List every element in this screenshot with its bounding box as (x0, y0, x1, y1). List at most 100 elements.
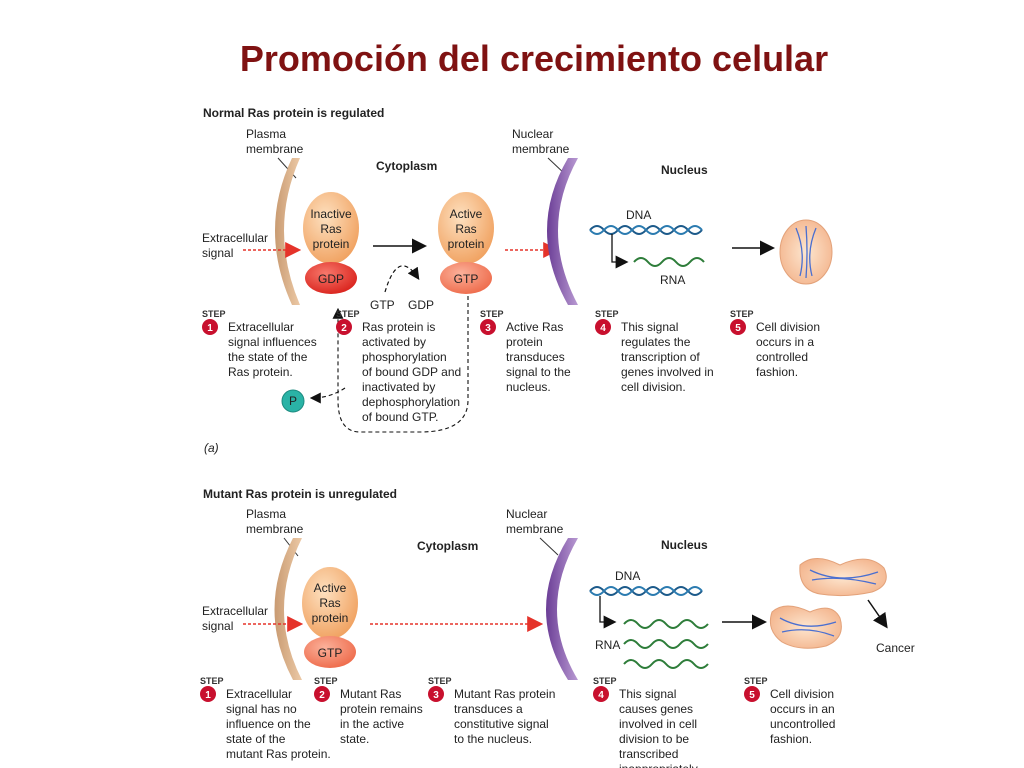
top-gtp-gdp-exchange (384, 265, 420, 293)
top-inactive-label-1: Inactive (310, 207, 352, 221)
top-step-2-tag: STEP (336, 309, 360, 319)
top-step-2-text: activated by (362, 335, 426, 349)
top-step-4-text: regulates the (621, 335, 691, 349)
bottom-dna-strand-2 (589, 586, 703, 596)
top-step-2-text: dephosphorylation (362, 395, 460, 409)
top-step-4-text: transcription of (621, 350, 700, 364)
top-step-2-text: of bound GDP and (362, 365, 461, 379)
top-step-3-text: nucleus. (506, 380, 551, 394)
top-step-1-text: Ras protein. (228, 365, 293, 379)
phosphate-icon (281, 389, 305, 413)
top-signal-label-1: Extracellular (202, 231, 268, 245)
bottom-rna-strand-3 (623, 659, 709, 669)
bottom-step-2-text: state. (340, 732, 369, 746)
top-step-4-text: This signal (621, 320, 678, 334)
bottom-dividing-cell-2 (769, 605, 842, 649)
top-dna-strand-2 (589, 225, 703, 235)
top-active-label-3: protein (448, 237, 485, 251)
bottom-step-2-text: in the active (340, 717, 404, 731)
bottom-step-4-text: involved in cell (619, 717, 697, 731)
top-step-1-text: Extracellular (228, 320, 294, 334)
bottom-cytoplasm-label: Cytoplasm (417, 539, 478, 553)
top-step-3-text: transduces (506, 350, 565, 364)
top-step-3-text: protein (506, 335, 543, 349)
bottom-active-label-2: Ras (319, 596, 340, 610)
bottom-nucleus-label: Nucleus (661, 538, 708, 552)
top-step-4-text: cell division. (621, 380, 686, 394)
bottom-step-1-text: influence on the (226, 717, 311, 731)
top-inactive-ras (303, 192, 359, 264)
top-step-2-number: 2 (341, 323, 347, 334)
top-step-1-number: 1 (207, 323, 213, 334)
bottom-step-4-text: inappropriately. (619, 762, 700, 768)
bottom-dna-label: DNA (615, 569, 640, 583)
bottom-nuclear-pointer (539, 537, 559, 556)
bottom-step-5-number: 5 (749, 690, 755, 701)
page-title: Promoción del crecimiento celular (239, 38, 829, 79)
bottom-step-2-text: Mutant Ras (340, 687, 401, 701)
top-step-5-text: occurs in a (756, 335, 814, 349)
bottom-gtp-label: GTP (318, 646, 343, 660)
top-step-2-text: inactivated by (362, 380, 435, 394)
bottom-step-4-text: transcribed (619, 747, 678, 761)
top-step-1-text: the state of the (228, 350, 308, 364)
bottom-step-4-number: 4 (598, 690, 604, 701)
bottom-step-3-tag: STEP (428, 676, 452, 686)
top-dephosphorylation-loop (332, 296, 469, 433)
bottom-signal-label-1: Extracellular (202, 604, 268, 618)
top-step-4-tag: STEP (595, 309, 619, 319)
top-step-5-text: fashion. (756, 365, 798, 379)
bottom-nuclear-label-2: membrane (506, 522, 564, 536)
top-transcription-arrow (611, 234, 629, 269)
top-gtp-label: GTP (454, 272, 479, 286)
bottom-dividing-cell-1 (799, 558, 887, 597)
bottom-rna-strand-1 (623, 619, 709, 629)
top-p-release-arrow (309, 387, 346, 404)
top-cytoplasm-label: Cytoplasm (376, 159, 437, 173)
bottom-signal-label-2: signal (202, 619, 233, 633)
bottom-active-label-3: protein (312, 611, 349, 625)
bottom-step-1-text: Extracellular (226, 687, 292, 701)
bottom-step-1-tag: STEP (200, 676, 224, 686)
bottom-gtp-bead (304, 636, 356, 668)
bottom-step-3-number: 3 (433, 690, 439, 701)
top-step-4-number: 4 (600, 323, 606, 334)
bottom-step-5-text: occurs in an (770, 702, 835, 716)
top-heading: Normal Ras protein is regulated (203, 106, 384, 120)
top-step-1-badge (202, 319, 218, 335)
top-nuclear-label-2: membrane (512, 142, 570, 156)
bottom-step-2-text: protein remains (340, 702, 423, 716)
top-nucleus-label: Nucleus (661, 163, 708, 177)
top-gdp-bead (305, 262, 357, 294)
top-active-ras (438, 192, 494, 264)
top-step-2-text: of bound GTP. (362, 410, 439, 424)
bottom-step-1-text: state of the (226, 732, 286, 746)
top-step-5-tag: STEP (730, 309, 754, 319)
bottom-step-3-text: to the nucleus. (454, 732, 532, 746)
bottom-plasma-label-2: membrane (246, 522, 304, 536)
cancer-label: Cancer (876, 641, 915, 655)
bottom-step-1-badge (200, 686, 216, 702)
top-step-5-number: 5 (735, 323, 741, 334)
top-step-3-text: Active Ras (506, 320, 563, 334)
top-step-5-text: controlled (756, 350, 808, 364)
top-plasma-membrane (275, 158, 300, 305)
top-active-label-2: Ras (455, 222, 476, 236)
top-inactive-label-3: protein (313, 237, 350, 251)
top-plasma-label-2: membrane (246, 142, 304, 156)
bottom-nuclear-label-1: Nuclear (506, 507, 547, 521)
bottom-step-4-badge (593, 686, 609, 702)
bottom-step-2-tag: STEP (314, 676, 338, 686)
bottom-cell-1-spindle (809, 569, 879, 585)
top-step-5-text: Cell division (756, 320, 820, 334)
top-step-2-text: phosphorylation (362, 350, 447, 364)
top-plasma-label-1: Plasma (246, 127, 286, 141)
top-signal-label-2: signal (202, 246, 233, 260)
top-gtp-small: GTP (370, 298, 395, 312)
bottom-cell-2-spindle (779, 617, 837, 637)
top-panel-label: (a) (204, 441, 219, 455)
top-step-2-text: Ras protein is (362, 320, 435, 334)
bottom-step-5-text: Cell division (770, 687, 834, 701)
